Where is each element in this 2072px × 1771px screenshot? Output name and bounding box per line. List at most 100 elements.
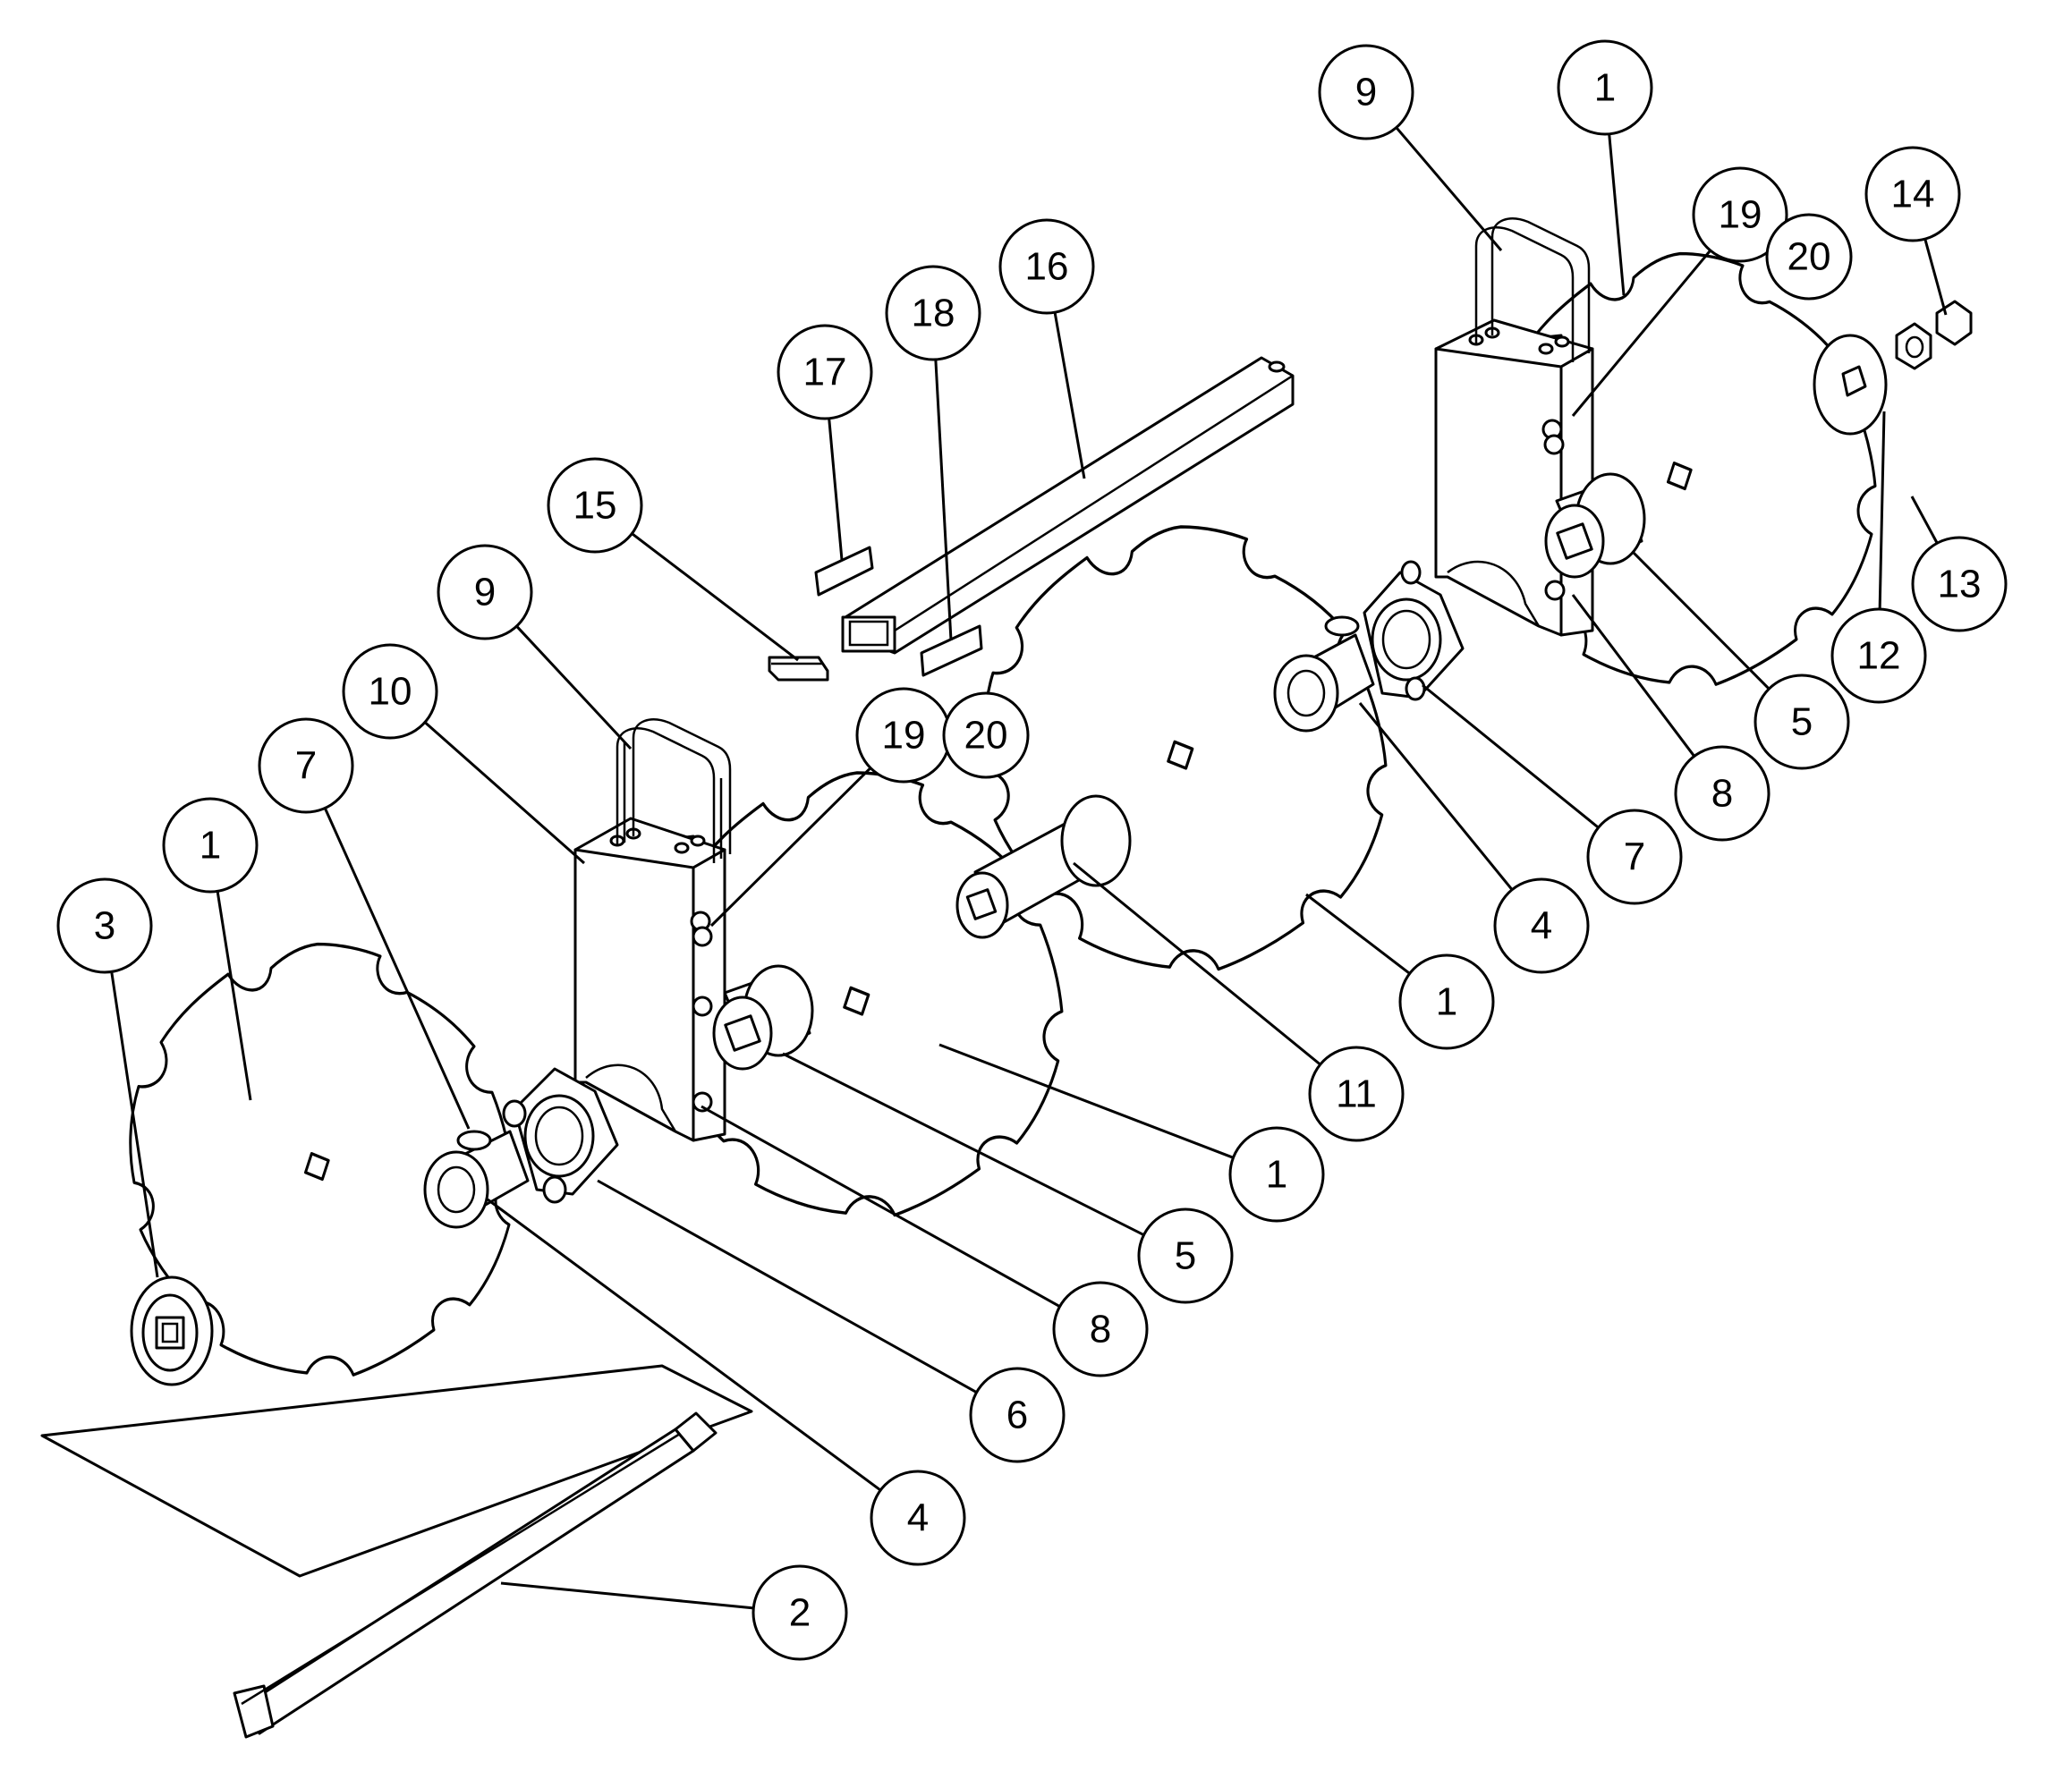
callout-circle (1493, 877, 1590, 974)
callout-number: 15 (573, 484, 617, 528)
end-washer-right (1813, 334, 1888, 436)
callout-number: 1 (1266, 1153, 1287, 1197)
callout-circle (885, 265, 981, 361)
bearing-left (423, 1130, 530, 1229)
callout-circle (1308, 1046, 1405, 1142)
bearing-right (1273, 615, 1375, 733)
callout-circle (56, 877, 153, 974)
leader-c-4-left (487, 1198, 882, 1492)
leader-c-5-right (1631, 550, 1771, 691)
hex-nut-13 (1895, 322, 1932, 370)
ground-plane (40, 1364, 753, 1578)
callout-circle (870, 1470, 966, 1566)
leader-c-10 (423, 721, 585, 865)
callout-number: 1 (1594, 66, 1616, 110)
hex-nut-14 (1935, 300, 1973, 346)
callout-circle (1692, 166, 1788, 263)
callout-number: 14 (1891, 173, 1935, 216)
square-tube (841, 356, 1295, 655)
leader-c-3 (110, 971, 159, 1278)
nuts-left (690, 911, 713, 1113)
callout-c-9-top: 9 (1318, 44, 1414, 140)
tube-end-cap (768, 656, 829, 682)
callout-circle (1830, 607, 1927, 704)
decal-18 (920, 624, 983, 677)
callout-c-18: 18 (885, 265, 981, 361)
callout-number: 5 (1791, 700, 1813, 744)
callout-circle (162, 797, 259, 894)
bearing-flange-right (1363, 560, 1465, 701)
callout-number: 12 (1857, 634, 1901, 678)
callout-number: 18 (912, 292, 955, 335)
callout-circle (969, 1367, 1066, 1463)
callout-number: 6 (1006, 1394, 1028, 1437)
end-washer (130, 1275, 214, 1386)
leader-c-7-left (323, 807, 471, 1130)
callout-circle (1911, 536, 2008, 632)
callout-number: 20 (1788, 235, 1831, 279)
disc-blade-mid-right (982, 525, 1388, 971)
callout-c-1-mid-right: 1 (1398, 953, 1495, 1050)
leader-c-14 (1923, 238, 1948, 316)
nuts-right (1541, 419, 1566, 601)
callout-number: 7 (295, 744, 317, 788)
callout-c-20-mid: 20 (942, 691, 1030, 779)
bracket-right (1434, 318, 1594, 637)
hub-left (712, 964, 814, 1071)
callout-number: 19 (882, 714, 926, 758)
callout-number: 20 (964, 714, 1008, 758)
leader-c-1-mid (938, 1043, 1235, 1159)
leader-c-19-right (1571, 250, 1711, 417)
leader-c-8-left (701, 1105, 1061, 1308)
leader-c-17 (828, 418, 844, 561)
callout-circle (258, 717, 354, 814)
callout-circle (1052, 1281, 1149, 1377)
leader-c-2 (500, 1581, 754, 1610)
leader-c-1-top (1608, 133, 1626, 296)
leader-c-15 (631, 532, 799, 662)
callout-number: 13 (1938, 563, 1982, 606)
callout-circle (777, 324, 873, 420)
leader-c-1-mid-right (1305, 893, 1411, 975)
u-bolts-right (1474, 217, 1591, 362)
bearing-flange-left (502, 1067, 619, 1204)
leader-c-18 (934, 359, 953, 641)
callout-number: 10 (369, 670, 412, 714)
callout-number: 5 (1175, 1234, 1196, 1278)
leader-c-13 (1910, 496, 1939, 544)
callout-c-14: 14 (1864, 146, 1961, 242)
callout-circle (942, 691, 1030, 779)
disc-blade-right (1491, 251, 1877, 686)
leader-c-16 (1053, 311, 1086, 479)
hub-right (1544, 472, 1646, 579)
callout-number: 9 (1355, 71, 1377, 114)
callout-c-8-right: 8 (1674, 745, 1771, 842)
callout-c-10: 10 (342, 643, 438, 740)
spacer-spool (955, 794, 1132, 939)
callout-number: 1 (200, 824, 221, 868)
callout-c-11: 11 (1308, 1046, 1405, 1142)
callout-circle (998, 218, 1095, 315)
leader-c-5-left (782, 1052, 1145, 1237)
callout-c-1-top: 1 (1557, 39, 1653, 136)
callout-c-1-left: 1 (162, 797, 259, 894)
callout-c-4-left: 4 (870, 1470, 966, 1566)
leader-c-9-left (515, 625, 633, 750)
leader-c-9-top (1395, 126, 1503, 251)
callout-number: 3 (94, 904, 115, 948)
callout-circle (1765, 213, 1853, 301)
callout-circle (1557, 39, 1653, 136)
callout-number: 8 (1090, 1308, 1111, 1352)
leader-c-7-right (1422, 683, 1600, 829)
callout-number: 11 (1336, 1072, 1377, 1116)
callout-c-1-mid: 1 (1228, 1126, 1325, 1223)
disc-blade-left (129, 942, 514, 1377)
callout-number: 17 (803, 351, 847, 394)
callout-number: 2 (789, 1591, 811, 1635)
leader-c-6 (597, 1179, 978, 1394)
callout-c-7-right: 7 (1586, 809, 1683, 905)
callout-c-17: 17 (777, 324, 873, 420)
callout-number: 16 (1025, 245, 1069, 289)
callout-c-16: 16 (998, 218, 1095, 315)
